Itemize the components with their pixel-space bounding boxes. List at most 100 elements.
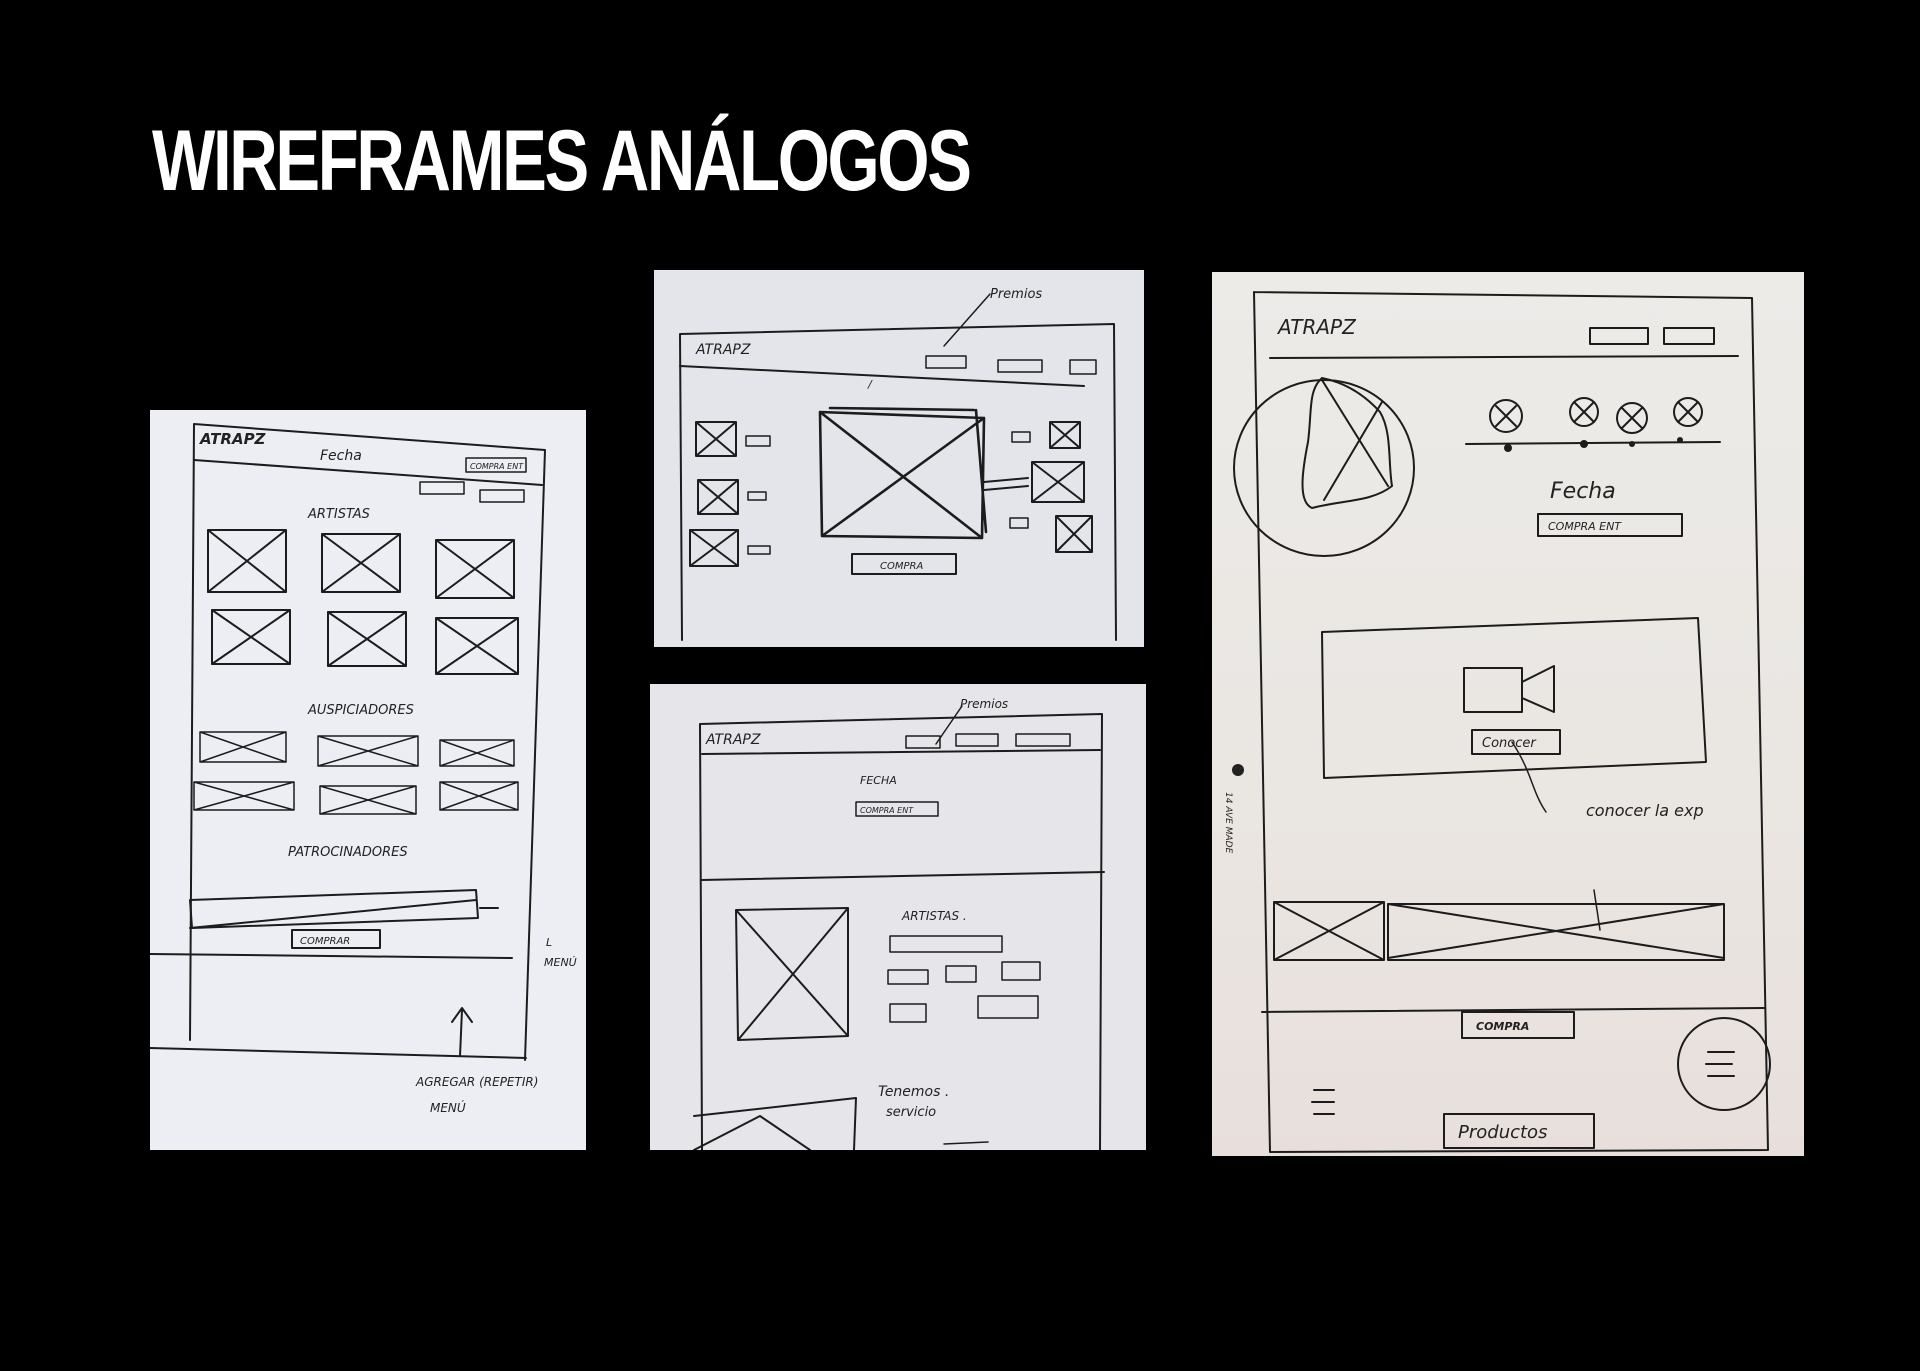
footer-divider [1261,1007,1765,1013]
annotation-line-2: MENÚ [430,1100,466,1115]
side-note-char: L [546,936,552,949]
indicator-1-cross [1495,405,1517,427]
header-line [193,459,543,486]
services-image [693,1097,857,1150]
left-thumbnail-column [689,421,771,567]
date-text: FECHA [860,774,897,787]
hamburger-icon-left [1311,1089,1335,1115]
buy-button-bottom [291,929,381,949]
right-thumbnail-column [1009,421,1093,553]
side-note: MENÚ [544,956,577,969]
logo-text: ATRAPZ [1276,315,1357,339]
sketch-photo-tablet: ATRAPZ Fecha COMPRA ENT [1212,272,1804,1156]
patrons-banner [189,889,499,929]
thumb-right-3 [1055,515,1093,553]
thumb-right-3-label [1009,517,1029,529]
buy-ticket-button [855,801,939,817]
nav-box-2 [1663,327,1715,345]
buy-ticket-button [1537,513,1683,537]
services-line-2: servicio [886,1105,936,1120]
sketch-desktop-top-drawing: ATRAPZ Premios / COMPRA [679,287,1117,641]
tick-mark: / [867,378,873,391]
buy-button-bottom-label: COMPRAR [300,936,350,947]
product-strip-line [1593,889,1601,931]
buy-ticket-label: COMPRA ENT [470,462,524,471]
indicator-dot-4 [1677,437,1683,443]
nav-box-1 [419,481,465,495]
indicator-dot-1 [1504,444,1512,452]
side-vertical-label: 14 AVE MADE [1223,792,1233,854]
buy-button-label: COMPRA [880,561,923,572]
artist-image-4 [211,609,291,665]
slide-title: WIREFRAMES ANÁLOGOS [152,113,972,209]
thumb-right-1-label [1011,431,1031,443]
nav-box-3 [1015,733,1071,747]
sponsor-logo-1 [199,731,287,763]
sponsor-logo-3 [439,739,515,767]
footer-line [150,953,513,959]
artist-image-6 [435,617,519,675]
nav-box-2 [479,489,525,503]
video-camera-body [1463,667,1523,713]
hero-shape [1301,377,1393,509]
thumb-left-3-label [747,545,771,555]
header-line [1269,355,1739,359]
date-text: Fecha [1550,479,1616,504]
main-hero-image [818,406,988,540]
sponsor-logo-5 [319,785,417,815]
patrons-heading: PATROCINADORES [288,845,408,860]
sponsors-heading: AUSPICIADORES [307,703,414,718]
thumb-left-3 [689,529,739,567]
logo-text: ATRAPZ [705,732,761,748]
know-button-label: Conocer [1482,736,1537,751]
buy-ticket-label: COMPRA ENT [1548,520,1622,533]
artist-image [735,907,849,1041]
thumb-right-2 [1031,461,1085,503]
hero-link-bar [983,477,1029,491]
thumb-right-1 [1049,421,1081,449]
nav-box-2 [955,733,999,747]
buy-ticket-label: COMPRA ENT [860,806,914,815]
indicator-line [1465,441,1721,445]
frame-outline [699,713,1103,1150]
know-annotation-arrow [1511,741,1547,813]
hero-map-illustration [1233,377,1415,557]
sketch-desktop-bottom-drawing: ATRAPZ Premios FECHA COMPRA ENT ARTISTAS… [693,697,1105,1150]
indicator-2-cross [1573,401,1595,423]
floating-menu-button [1677,1017,1771,1111]
hamburger-icon [1705,1051,1735,1077]
indicator-3 [1616,402,1648,434]
annotation-text: Premios [990,287,1042,302]
thumb-left-1 [695,421,737,457]
sponsor-logo-2 [317,735,419,767]
artist-grid [207,529,519,675]
artist-chip-4 [889,1003,927,1023]
indicator-4 [1673,397,1703,427]
hero-circle [1233,379,1415,557]
sketch-photo-desktop-bottom: ATRAPZ Premios FECHA COMPRA ENT ARTISTAS… [650,684,1146,1150]
buy-button [851,553,957,575]
nav-box-1 [905,735,941,749]
artist-chip-1 [887,969,929,985]
nav-box-2 [997,359,1043,373]
buy-button-bottom-label: COMPRA [1476,1020,1529,1033]
sponsor-logo-6 [439,781,519,811]
know-button [1471,729,1561,755]
logo-text: ATRAPZ [695,342,751,358]
header-line [701,749,1101,755]
nav-box-1 [1589,327,1649,345]
header-line [679,365,1085,387]
date-text: Fecha [320,448,362,464]
product-image-1 [1273,901,1385,961]
artist-image-5 [327,611,407,667]
sponsor-logo-4 [193,781,295,811]
logo-text: ATRAPZ [199,430,267,448]
sketch-photo-desktop-top: ATRAPZ Premios / COMPRA [654,270,1144,647]
nav-box-3 [1069,359,1097,375]
side-mark-dot [1232,764,1244,776]
carousel-indicators [1465,397,1721,452]
artist-list [887,935,1041,1023]
artist-chip-5 [977,995,1039,1019]
services-underline [943,1141,989,1145]
annotation-arrow [943,293,991,347]
